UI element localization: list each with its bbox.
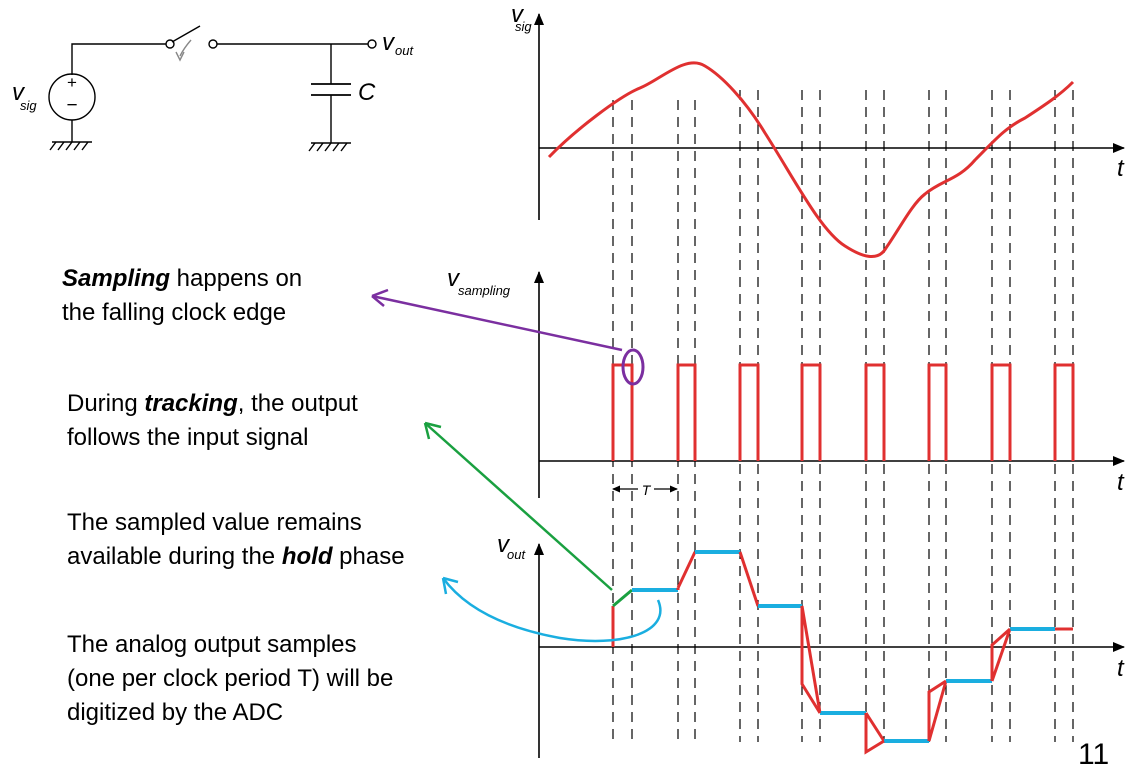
vout-track-segment [612,588,633,608]
output-label-sub: out [395,43,414,58]
annotation-hold: The sampled value remains available duri… [67,506,405,574]
vout-track-segment [864,712,886,742]
source-label-sub: sig [20,98,37,113]
clock-pulse [927,363,948,461]
ground-icon-cap [308,142,351,152]
vsampling-axis-label-sub: sampling [458,283,511,298]
vout-track-segment [676,551,697,589]
clock-pulse [800,363,822,461]
clock-pulse [738,363,760,461]
page-number: 11 [1078,738,1110,771]
vout-track-segment [990,627,1011,681]
vout-axis-label-sub: out [507,547,526,562]
output-terminal [367,39,377,49]
vsig-signal-curve [547,61,1075,258]
vsig-axis-label-sub: sig [515,19,532,34]
vout-staircase [611,550,1073,755]
annotation-tracking: During tracking, the output follows the … [67,387,358,455]
clock-pulse [864,363,886,461]
vout-track-segment [738,551,760,607]
vout-track-segment [864,713,885,755]
vout-track-segment [800,606,822,714]
switch-contact-right [208,39,218,49]
hold-pointer-arrow [441,577,662,643]
voltage-source [48,73,96,121]
clock-pulse [676,363,697,461]
tracking-pointer-arrowhead [423,421,442,440]
vsig-axis-label: v [511,1,525,28]
vsig-t-label: t [1117,155,1125,182]
sampling-pointer-arrowhead [371,288,389,307]
axes [534,13,1125,758]
annotation-tracking-post: , the output [237,390,358,417]
annotation-tracking-line2: follows the input signal [67,424,309,451]
sampling-clock-pulses [611,363,1075,461]
annotation-sampling-em: Sampling [62,265,171,292]
vsampling-axis-label: v [447,265,461,292]
vout-t-label: t [1117,655,1125,682]
sampling-edge-highlight [621,348,645,386]
annotation-output-line1: The analog output samples [67,631,357,658]
vout-track-segment [927,680,948,742]
annotation-output-line2: (one per clock period T) will be [67,665,394,692]
vout-track-segment [800,605,822,714]
annotation-tracking-pre: During [67,390,145,417]
annotation-output-line3: digitized by the ADC [67,699,284,726]
annotation-hold-line1: The sampled value remains [67,509,362,536]
switch-actuation-arrowhead [175,51,185,62]
vout-track-segment [927,679,947,741]
annotation-sampling: Sampling happens on the falling clock ed… [62,262,302,330]
source-label: v [12,79,26,106]
annotation-arrows [371,288,662,643]
vout-axis-label: v [497,531,511,558]
switch-blade [171,25,201,43]
annotation-hold-pre: available during the [67,543,282,570]
period-label: T [642,482,652,498]
hold-pointer-arrowhead [441,576,459,595]
vsampling-t-label: t [1117,469,1125,496]
cap-label: C [358,79,376,106]
clock-pulse [990,363,1012,461]
sampling-pointer-arrow [371,294,623,352]
source-minus: − [66,95,77,116]
switch-actuation-arrow [179,39,192,57]
circuit-wire-left [71,43,167,75]
tracking-pointer-arrow [424,422,613,591]
annotation-output: The analog output samples (one per clock… [67,628,393,730]
annotation-hold-em: hold [281,543,333,570]
ground-icon-source [49,141,92,151]
annotation-sampling-rest: happens on [170,265,303,292]
circuit [48,25,377,152]
clock-pulse [611,363,634,461]
output-label: v [382,29,396,56]
clock-pulse [1053,363,1075,461]
annotation-tracking-em: tracking [144,390,238,417]
annotation-sampling-line2: the falling clock edge [62,299,287,326]
source-plus: + [67,73,77,92]
annotation-hold-post: phase [332,543,405,570]
vout-track-segment [990,628,1012,682]
